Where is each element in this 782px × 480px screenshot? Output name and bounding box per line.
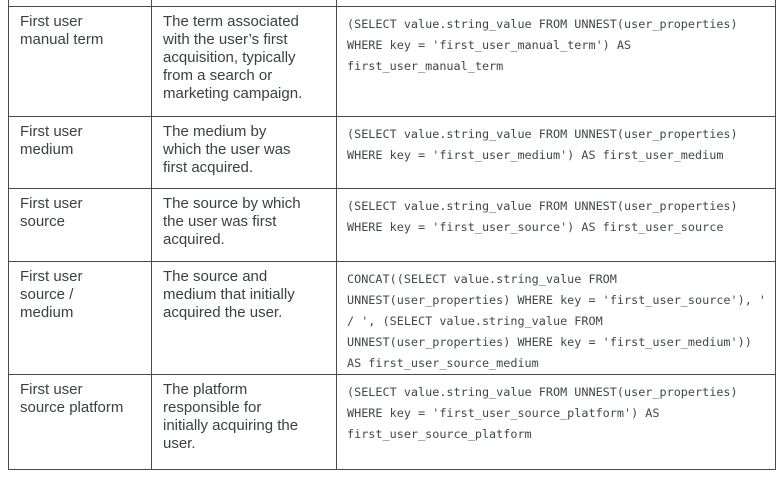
- description-cell: The medium by which the user was first a…: [151, 116, 337, 189]
- sql-code-cell: (SELECT value.string_value FROM UNNEST(u…: [336, 188, 776, 262]
- term-cell: First user manual term: [8, 6, 152, 117]
- table-body: First user manual term The term associat…: [8, 0, 776, 470]
- table-row: First user source / medium The source an…: [8, 261, 776, 375]
- sql-code-cell: (SELECT value.string_value FROM UNNEST(u…: [336, 6, 776, 117]
- term-cell: First user source: [8, 188, 152, 262]
- description-cell: The source by which the user was first a…: [151, 188, 337, 262]
- term-cell: First user source / medium: [8, 261, 152, 375]
- sql-code-cell: (SELECT value.string_value FROM UNNEST(u…: [336, 374, 776, 470]
- table-row: First user manual term The term associat…: [8, 6, 776, 117]
- table-row: First user source The source by which th…: [8, 188, 776, 262]
- description-cell: The platform responsible for initially a…: [151, 374, 337, 470]
- dimension-table-container: First user manual term The term associat…: [8, 0, 778, 474]
- description-cell: The term associated with the user’s firs…: [151, 6, 337, 117]
- table-row: First user medium The medium by which th…: [8, 116, 776, 189]
- sql-code-cell: CONCAT((SELECT value.string_value FROM U…: [336, 261, 776, 375]
- term-cell: First user medium: [8, 116, 152, 189]
- sql-code-cell: (SELECT value.string_value FROM UNNEST(u…: [336, 116, 776, 189]
- description-cell: The source and medium that initially acq…: [151, 261, 337, 375]
- dimension-mapping-table: First user manual term The term associat…: [8, 0, 776, 470]
- term-cell: First user source platform: [8, 374, 152, 470]
- table-row: First user source platform The platform …: [8, 374, 776, 470]
